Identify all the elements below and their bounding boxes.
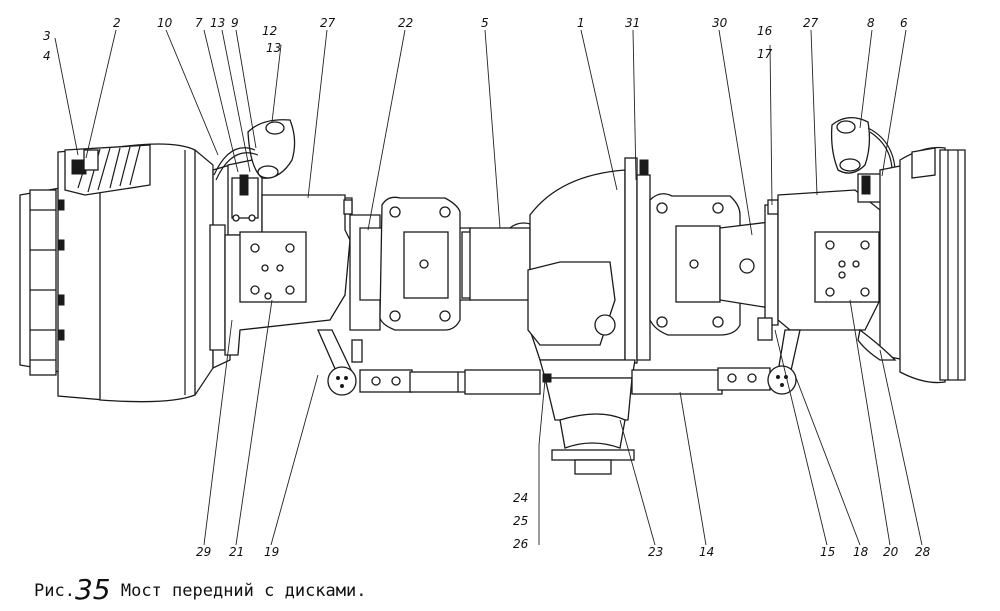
callout-14: 14 <box>699 545 714 559</box>
callout-27b: 27 <box>803 16 819 30</box>
callout-20: 20 <box>883 545 899 559</box>
leader-lines <box>54 29 923 546</box>
left-wheel-disc <box>19 143 214 403</box>
callout-23: 23 <box>648 545 663 559</box>
differential-housing <box>469 157 651 475</box>
callout-31: 31 <box>625 16 640 30</box>
callout-9: 9 <box>231 16 239 30</box>
callout-13b: 13 <box>266 41 281 55</box>
callout-21: 21 <box>229 545 244 559</box>
figure-caption: Рис.35 Мост передний с дисками. <box>34 573 366 606</box>
callout-17: 17 <box>757 47 773 61</box>
callout-1: 1 <box>577 16 585 30</box>
callout-8: 8 <box>867 16 875 30</box>
callout-labels: 3 4 2 10 7 13 9 12 13 27 22 5 1 31 30 16… <box>43 16 931 559</box>
callout-27: 27 <box>320 16 336 30</box>
left-steering-knuckle <box>209 119 353 370</box>
callout-10: 10 <box>157 16 173 30</box>
right-wheel-disc <box>899 146 966 384</box>
right-axle-housing <box>649 193 779 336</box>
figure-number: 35 <box>74 573 111 606</box>
caption-title: Мост передний с дисками. <box>120 581 367 601</box>
callout-28: 28 <box>915 545 931 559</box>
callout-22: 22 <box>398 16 413 30</box>
tie-rod-assembly <box>317 317 801 396</box>
callout-16: 16 <box>757 24 773 38</box>
callout-5: 5 <box>481 16 489 30</box>
callout-6: 6 <box>900 16 908 30</box>
callout-12: 12 <box>262 24 277 38</box>
callout-2: 2 <box>113 16 121 30</box>
callout-15: 15 <box>820 545 835 559</box>
callout-7: 7 <box>195 16 203 30</box>
callout-4: 4 <box>43 49 51 63</box>
callout-26: 26 <box>513 537 529 551</box>
callout-13: 13 <box>210 16 225 30</box>
callout-18: 18 <box>853 545 869 559</box>
callout-29: 29 <box>196 545 211 559</box>
callout-30: 30 <box>712 16 728 30</box>
callout-3: 3 <box>43 29 51 43</box>
callout-19: 19 <box>264 545 279 559</box>
callout-25: 25 <box>513 514 528 528</box>
left-axle-housing <box>349 196 473 331</box>
callout-24: 24 <box>513 491 528 505</box>
caption-prefix: Рис. <box>34 581 75 601</box>
